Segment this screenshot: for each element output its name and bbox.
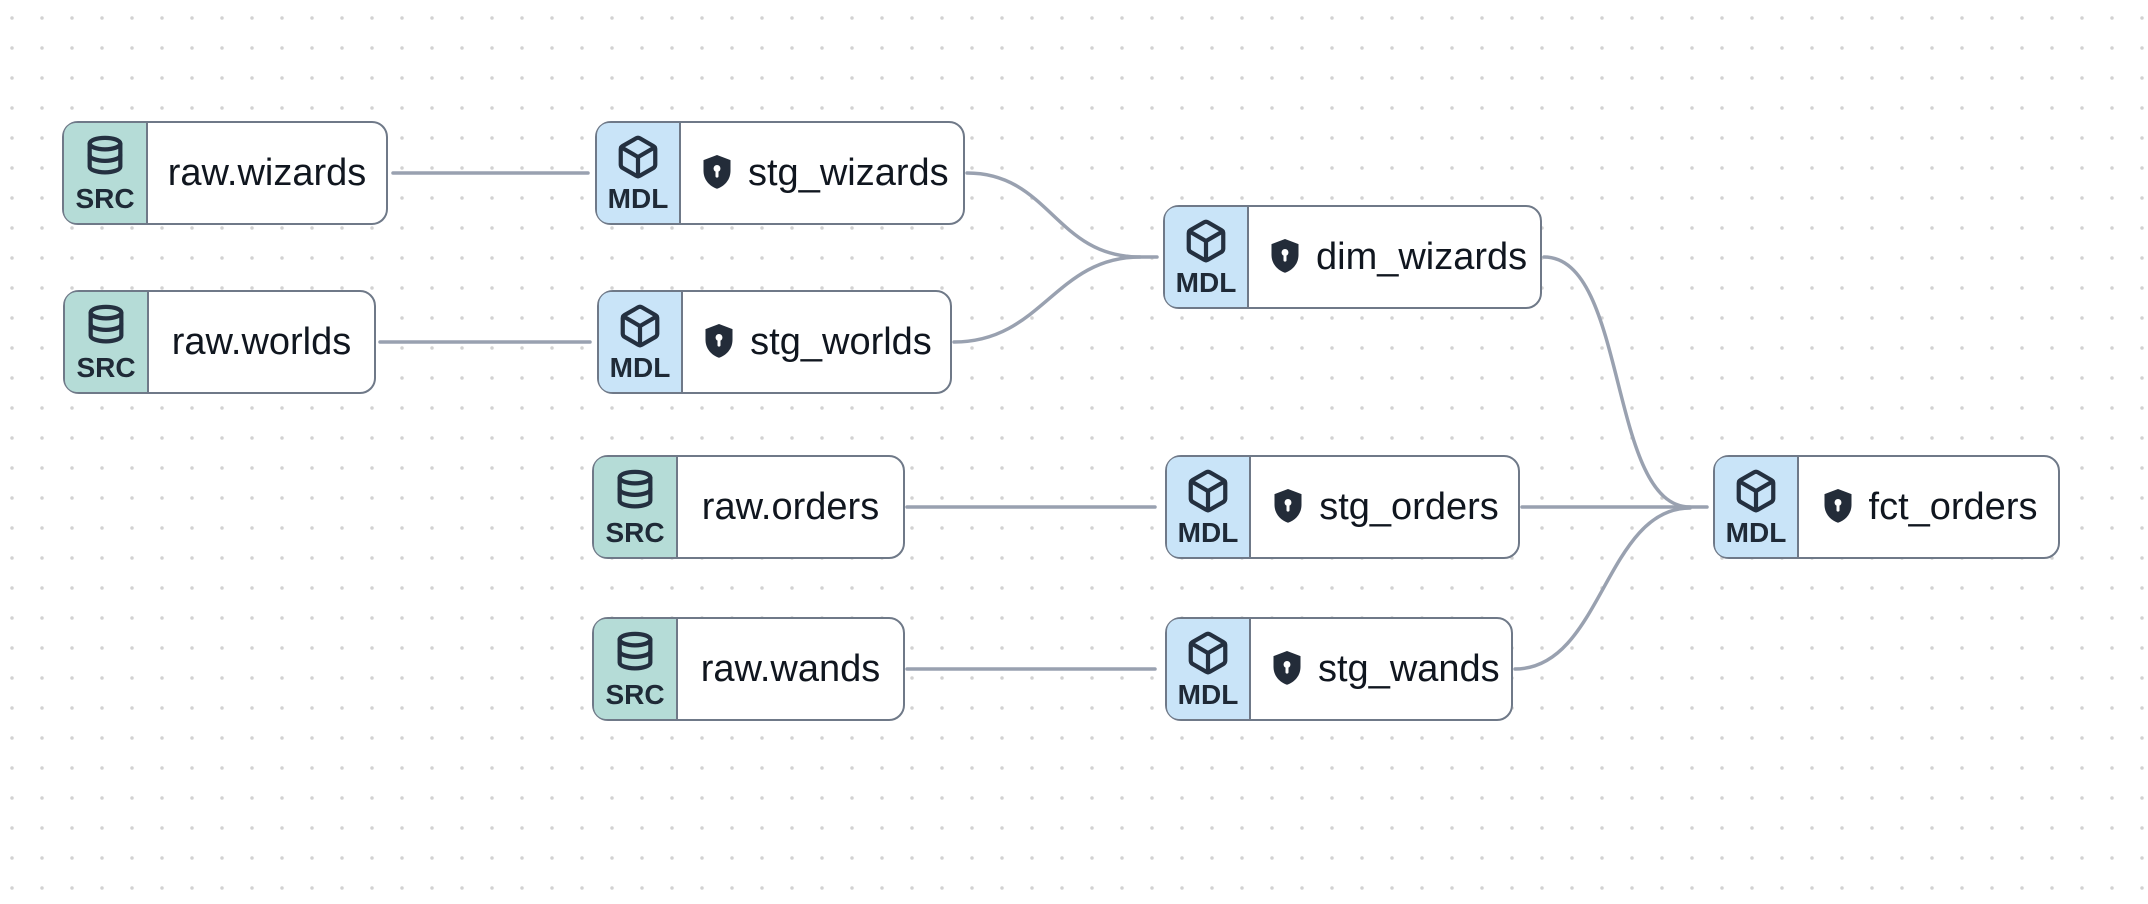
shield-lock-icon [1270, 487, 1306, 527]
node-label: fct_orders [1868, 485, 2038, 528]
node-label: raw.wands [700, 647, 881, 690]
cube-icon [1185, 468, 1231, 514]
shield-lock-icon [699, 153, 735, 193]
model-badge: MDL [1165, 207, 1249, 307]
cube-icon [1185, 630, 1231, 676]
model-badge: MDL [597, 123, 681, 223]
badge-label: MDL [1725, 516, 1787, 548]
edge-dim-wizards-to-fct-orders [1542, 255, 1709, 509]
edge-stg-wands-to-fct-orders [1513, 506, 1692, 671]
source-badge: SRC [594, 457, 678, 557]
database-icon [82, 134, 128, 180]
node-raw-wizards[interactable]: SRC raw.wizards [62, 121, 388, 225]
node-raw-worlds[interactable]: SRC raw.worlds [63, 290, 376, 394]
shield-lock-icon [701, 322, 737, 362]
cube-icon [1733, 468, 1779, 514]
node-label: stg_worlds [750, 320, 932, 363]
badge-label: MDL [609, 351, 671, 383]
node-raw-wands[interactable]: SRC raw.wands [592, 617, 905, 721]
node-fct-orders[interactable]: MDL fct_orders [1713, 455, 2060, 559]
model-badge: MDL [1167, 457, 1251, 557]
node-stg-orders[interactable]: MDL stg_orders [1165, 455, 1520, 559]
shield-lock-icon [1267, 237, 1303, 277]
node-stg-worlds[interactable]: MDL stg_worlds [597, 290, 952, 394]
shield-lock-icon [1269, 649, 1305, 689]
source-badge: SRC [64, 123, 148, 223]
edge-stg-wizards-to-dim-wizards [965, 171, 1159, 259]
badge-label: SRC [605, 678, 665, 710]
node-stg-wands[interactable]: MDL stg_wands [1165, 617, 1513, 721]
cube-icon [617, 303, 663, 349]
node-label: dim_wizards [1316, 235, 1528, 278]
badge-label: MDL [607, 182, 669, 214]
node-label: raw.worlds [171, 320, 352, 363]
model-badge: MDL [1167, 619, 1251, 719]
database-icon [612, 630, 658, 676]
model-badge: MDL [599, 292, 683, 392]
node-label: stg_orders [1319, 485, 1499, 528]
node-stg-wizards[interactable]: MDL stg_wizards [595, 121, 965, 225]
badge-label: MDL [1175, 266, 1237, 298]
node-label: raw.orders [701, 485, 880, 528]
source-badge: SRC [594, 619, 678, 719]
source-badge: SRC [65, 292, 149, 392]
badge-label: MDL [1177, 516, 1239, 548]
badge-label: SRC [605, 516, 665, 548]
cube-icon [1183, 218, 1229, 264]
node-dim-wizards[interactable]: MDL dim_wizards [1163, 205, 1542, 309]
cube-icon [615, 134, 661, 180]
node-label: stg_wizards [748, 151, 949, 194]
database-icon [612, 468, 658, 514]
database-icon [83, 303, 129, 349]
node-label: raw.wizards [167, 151, 367, 194]
shield-lock-icon [1820, 487, 1856, 527]
badge-label: MDL [1177, 678, 1239, 710]
node-raw-orders[interactable]: SRC raw.orders [592, 455, 905, 559]
model-badge: MDL [1715, 457, 1799, 557]
badge-label: SRC [76, 351, 136, 383]
edge-stg-worlds-to-dim-wizards [952, 255, 1142, 344]
badge-label: SRC [75, 182, 135, 214]
node-label: stg_wands [1318, 647, 1500, 690]
